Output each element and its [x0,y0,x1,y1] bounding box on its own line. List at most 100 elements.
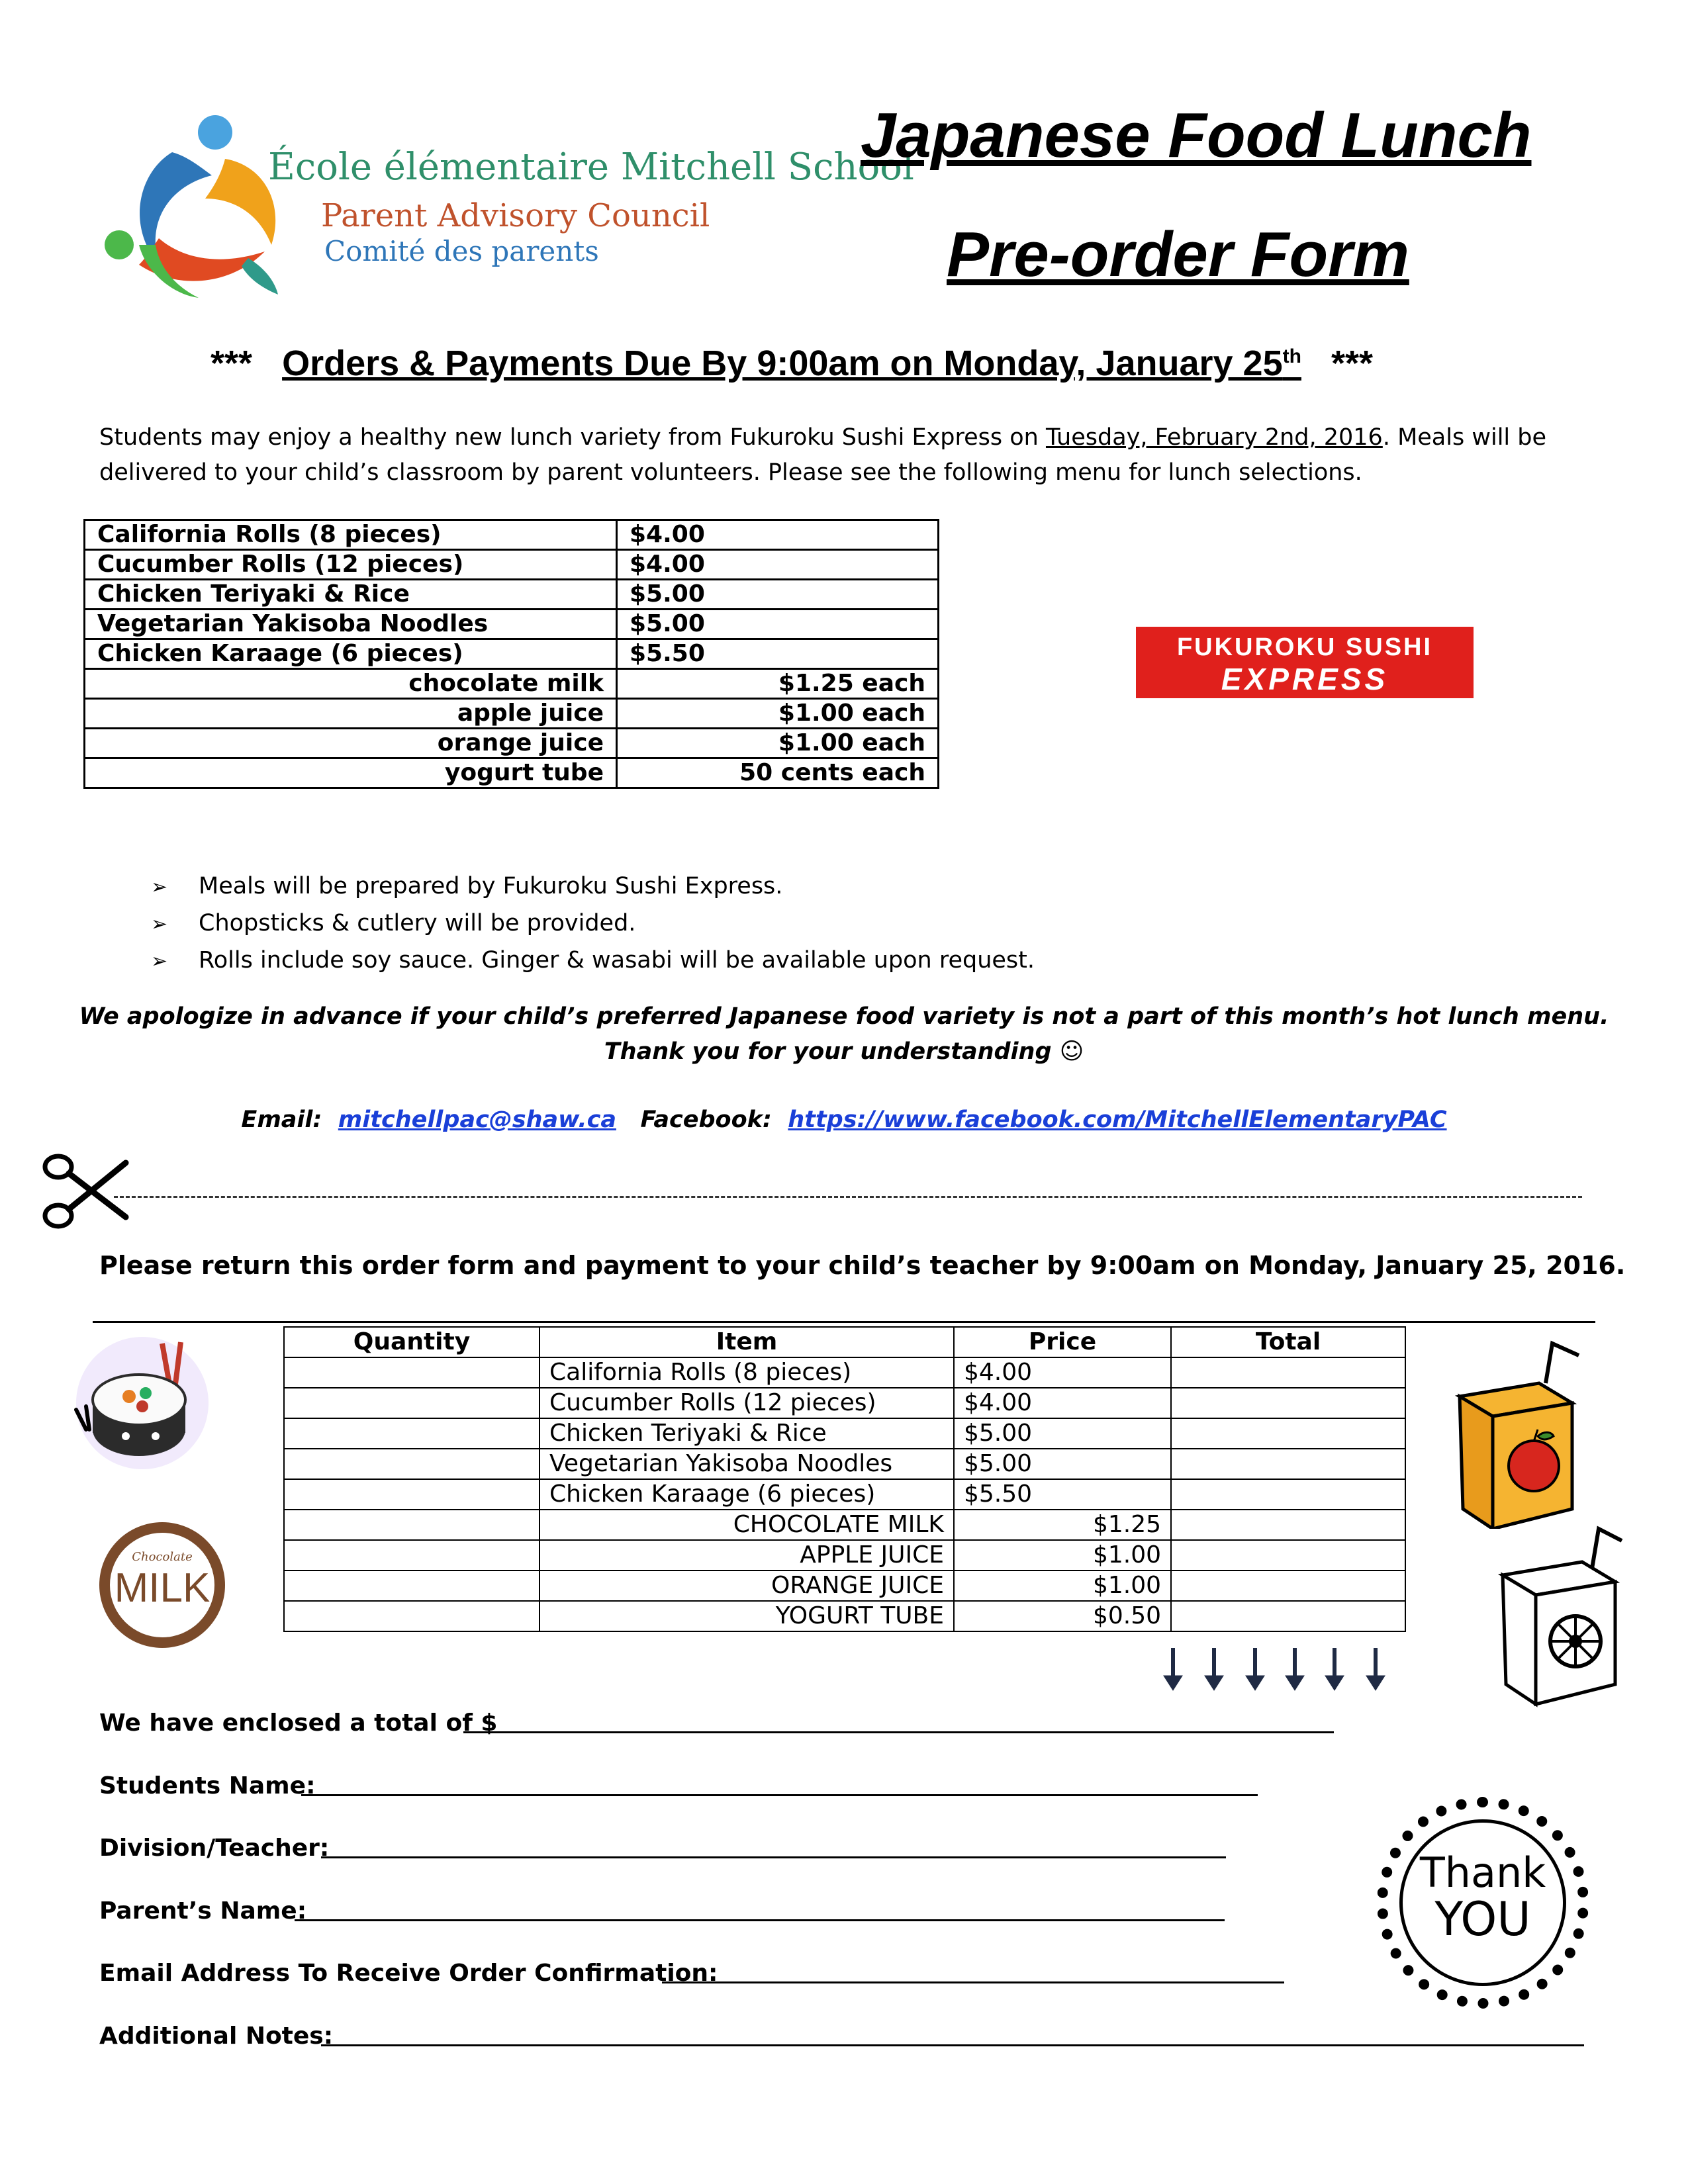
order-row: Cucumber Rolls (12 pieces)$4.00 [283,1387,1406,1419]
quantity-cell[interactable] [283,1387,540,1419]
item-cell: Chicken Karaage (6 pieces) [539,1479,955,1510]
total-cell[interactable] [1170,1539,1406,1571]
milk-badge-small: Chocolate [132,1550,193,1564]
order-column-header: Total [1170,1326,1406,1358]
intro-date: Tuesday, February 2nd, 2016 [1045,424,1383,451]
facebook-label: Facebook: [640,1107,772,1133]
quantity-cell[interactable] [283,1539,540,1571]
menu-row: Chicken Teriyaki & Rice$5.00 [83,578,939,610]
milk-badge-icon: Chocolate MILK [99,1522,225,1648]
due-stars-right: *** [1331,343,1374,383]
item-cell: Vegetarian Yakisoba Noodles [539,1448,955,1480]
field-total-label: We have enclosed a total of $ [99,1709,498,1737]
menu-item-name: California Rolls (8 pieces) [83,519,618,551]
milk-badge-big: MILK [114,1565,211,1611]
menu-extra-price: $1.00 each [616,727,939,759]
field-student-label: Students Name: [99,1772,316,1799]
total-cell[interactable] [1170,1448,1406,1480]
thank-you-line1: Thank [1419,1848,1546,1897]
menu-extra-price: $1.25 each [616,668,939,700]
price-cell: $5.50 [953,1479,1172,1510]
fukuroku-logo-line1: FUKUROKU SUSHI [1176,633,1433,661]
price-cell: $4.00 [953,1357,1172,1388]
fukuroku-logo: FUKUROKU SUSHI EXPRESS [1136,627,1474,698]
order-row: Chicken Teriyaki & Rice$5.00 [283,1418,1406,1449]
field-notes-label: Additional Notes: [99,2023,334,2050]
field-notes-line[interactable] [321,2019,1584,2046]
order-row: CHOCOLATE MILK$1.25 [283,1509,1406,1541]
menu-row: Chicken Karaage (6 pieces)$5.50 [83,638,939,670]
menu-item-name: Chicken Karaage (6 pieces) [83,638,618,670]
order-row: California Rolls (8 pieces)$4.00 [283,1357,1406,1388]
total-cell[interactable] [1170,1387,1406,1419]
menu-row: Vegetarian Yakisoba Noodles$5.00 [83,608,939,640]
total-cell[interactable] [1170,1600,1406,1632]
menu-item-price: $4.00 [616,549,939,580]
total-cell[interactable] [1170,1357,1406,1388]
order-row: ORANGE JUICE$1.00 [283,1570,1406,1602]
menu-item-name: Vegetarian Yakisoba Noodles [83,608,618,640]
page-title-line1: Japanese Food Lunch [861,100,1532,171]
item-cell: APPLE JUICE [539,1539,955,1571]
field-email-line[interactable] [662,1956,1284,1983]
menu-item-price: $5.50 [616,638,939,670]
section-rule [93,1321,1595,1323]
total-cell[interactable] [1170,1418,1406,1449]
field-total-line[interactable] [463,1706,1334,1733]
apology-line1: We apologize in advance if your child’s … [79,1003,1609,1030]
quantity-cell[interactable] [283,1600,540,1632]
total-cell[interactable] [1170,1479,1406,1510]
menu-extra-name: yogurt tube [83,757,618,789]
total-cell[interactable] [1170,1570,1406,1602]
down-arrows [1160,1647,1398,1693]
menu-row: Cucumber Rolls (12 pieces)$4.00 [83,549,939,580]
fukuroku-logo-line2: EXPRESS [1221,662,1389,696]
menu-extra-row: apple juice$1.00 each [83,698,939,729]
thank-you-line2: YOU [1434,1892,1531,1946]
price-cell: $4.00 [953,1387,1172,1419]
field-student-line[interactable] [301,1769,1258,1796]
bullet-item: ➢Chopsticks & cutlery will be provided. [151,905,1035,942]
menu-row: California Rolls (8 pieces)$4.00 [83,519,939,551]
due-text: Orders & Payments Due By 9:00am on Monda… [282,343,1301,383]
order-row: APPLE JUICE$1.00 [283,1539,1406,1571]
quantity-cell[interactable] [283,1479,540,1510]
menu-extra-row: orange juice$1.00 each [83,727,939,759]
quantity-cell[interactable] [283,1570,540,1602]
quantity-cell[interactable] [283,1509,540,1541]
quantity-cell[interactable] [283,1357,540,1388]
pac-name: Parent Advisory Council [321,197,710,234]
field-division-line[interactable] [321,1831,1226,1858]
intro-paragraph: Students may enjoy a healthy new lunch v… [99,420,1546,490]
quantity-cell[interactable] [283,1448,540,1480]
arrow-bullet-icon: ➢ [151,950,168,973]
quantity-cell[interactable] [283,1418,540,1449]
bullet-text: Chopsticks & cutlery will be provided. [199,910,636,936]
return-note: Please return this order form and paymen… [99,1251,1626,1280]
sushi-icon [74,1337,209,1469]
bullet-item: ➢Rolls include soy sauce. Ginger & wasab… [151,942,1035,979]
price-cell: $1.00 [953,1570,1172,1602]
due-stars-left: *** [211,343,253,383]
email-link[interactable]: mitchellpac@shaw.ca [338,1107,616,1133]
price-cell: $5.00 [953,1448,1172,1480]
item-cell: Cucumber Rolls (12 pieces) [539,1387,955,1419]
due-sup: th [1282,345,1301,367]
thank-you-stamp-icon: Thank YOU [1377,1797,1589,2009]
menu-item-price: $5.00 [616,578,939,610]
price-cell: $5.00 [953,1418,1172,1449]
contact-links: Email: mitchellpac@shaw.ca Facebook: htt… [0,1107,1688,1133]
down-arrow-icon [1163,1648,1385,1691]
bullet-text: Meals will be prepared by Fukuroku Sushi… [199,873,783,899]
total-cell[interactable] [1170,1509,1406,1541]
field-parent-line[interactable] [295,1894,1225,1921]
info-bullets: ➢ Meals will be prepared by Fukuroku Sush… [151,868,1035,979]
facebook-link[interactable]: https://www.facebook.com/MitchellElement… [788,1107,1447,1133]
apology-line2: Thank you for your understanding ☺ [604,1038,1084,1065]
price-cell: $0.50 [953,1600,1172,1632]
order-row: YOGURT TUBE$0.50 [283,1600,1406,1632]
